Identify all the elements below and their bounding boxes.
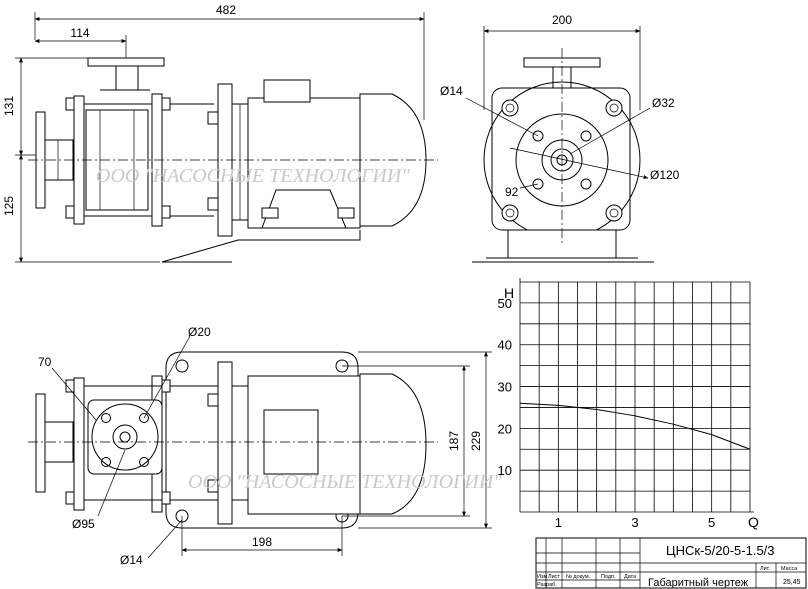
chart-y-tick: 30 <box>498 380 512 395</box>
dim-flange-d95: Ø95 <box>72 517 95 531</box>
chart-y-label: H <box>504 285 514 301</box>
chart-y-tick: 20 <box>498 421 512 436</box>
dim-base-hole-d14: Ø14 <box>120 553 143 567</box>
dim-bolt-circle: 92 <box>505 185 519 199</box>
side-view: 482 114 131 125 <box>2 3 438 263</box>
dim-upper-height: 131 <box>2 96 16 116</box>
title-block: ЦНСк-5/20-5-1.5/3 Габаритный чертеж Изм … <box>535 537 807 589</box>
front-view: 200 Ø14 Ø32 Ø120 92 <box>440 13 680 263</box>
title-developer: Разраб. <box>537 582 557 588</box>
title-doc-name: Габаритный чертеж <box>648 577 749 589</box>
chart-series <box>519 402 751 450</box>
chart-y-tick: 10 <box>498 463 512 478</box>
chart-x-tick: 3 <box>631 515 638 530</box>
chart-x-tick: 1 <box>555 515 562 530</box>
watermark-bottom: ООО "НАСОСНЫЕ ТЕХНОЛОГИИ" <box>188 471 502 493</box>
dim-base-187: 187 <box>447 431 461 451</box>
chart-y-tick: 50 <box>498 296 512 311</box>
dim-front-width: 200 <box>552 13 572 27</box>
dim-base-198: 198 <box>252 535 272 549</box>
chart-y-tick: 40 <box>498 338 512 353</box>
title-col-sign: Подп. <box>601 574 616 580</box>
dim-hole-d14: Ø14 <box>440 84 463 98</box>
dim-flange-d120: Ø120 <box>650 168 680 182</box>
dim-base-229: 229 <box>469 431 483 451</box>
title-col-list: Лист <box>548 574 560 580</box>
chart-x-tick: 5 <box>708 515 715 530</box>
chart-tick-labels: 10 20 30 40 50 1 3 5 <box>498 296 716 530</box>
watermark-top: ООО "НАСОСНЫЕ ТЕХНОЛОГИИ" <box>96 165 410 187</box>
title-col-doc: № докум. <box>566 574 591 580</box>
title-mass-value: 25,45 <box>783 579 801 586</box>
chart-x-label: Q <box>748 514 759 530</box>
chart-grid <box>519 278 754 513</box>
dim-hole-d20: Ø20 <box>188 325 211 339</box>
title-col-date: Дата <box>624 574 637 580</box>
performance-chart: 10 20 30 40 50 1 3 5 H Q <box>498 278 759 530</box>
title-designation: ЦНСк-5/20-5-1.5/3 <box>666 543 775 558</box>
plan-view: 187 229 198 Ø20 70 Ø95 Ø14 <box>28 325 492 567</box>
dim-overall-length: 482 <box>216 3 236 17</box>
title-mass-label: Масса <box>781 566 798 572</box>
dim-lower-height: 125 <box>2 196 16 216</box>
title-col-izm: Изм <box>537 574 547 580</box>
chart-series-line <box>519 402 751 450</box>
title-lit: Лит. <box>760 566 771 572</box>
dim-flange-d32: Ø32 <box>652 96 675 110</box>
dim-inlet-offset: 114 <box>70 26 89 40</box>
dim-70: 70 <box>38 355 52 369</box>
